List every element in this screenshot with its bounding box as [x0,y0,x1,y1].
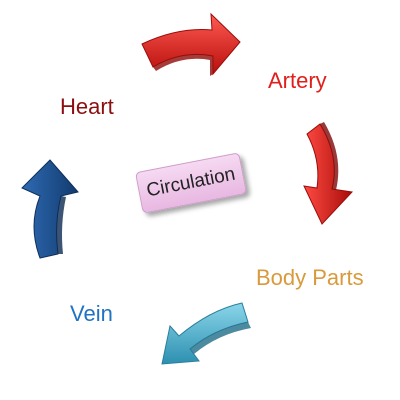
arrow-artery-to-body [303,123,354,225]
artery-label: Artery [268,68,327,93]
body-parts-label: Body Parts [256,265,364,290]
heart-label: Heart [60,94,114,119]
arrow-vein-to-heart [21,159,79,259]
vein-label: Vein [70,301,113,326]
arrow-body-to-vein [161,302,249,365]
circulation-label: Circulation [144,163,237,202]
